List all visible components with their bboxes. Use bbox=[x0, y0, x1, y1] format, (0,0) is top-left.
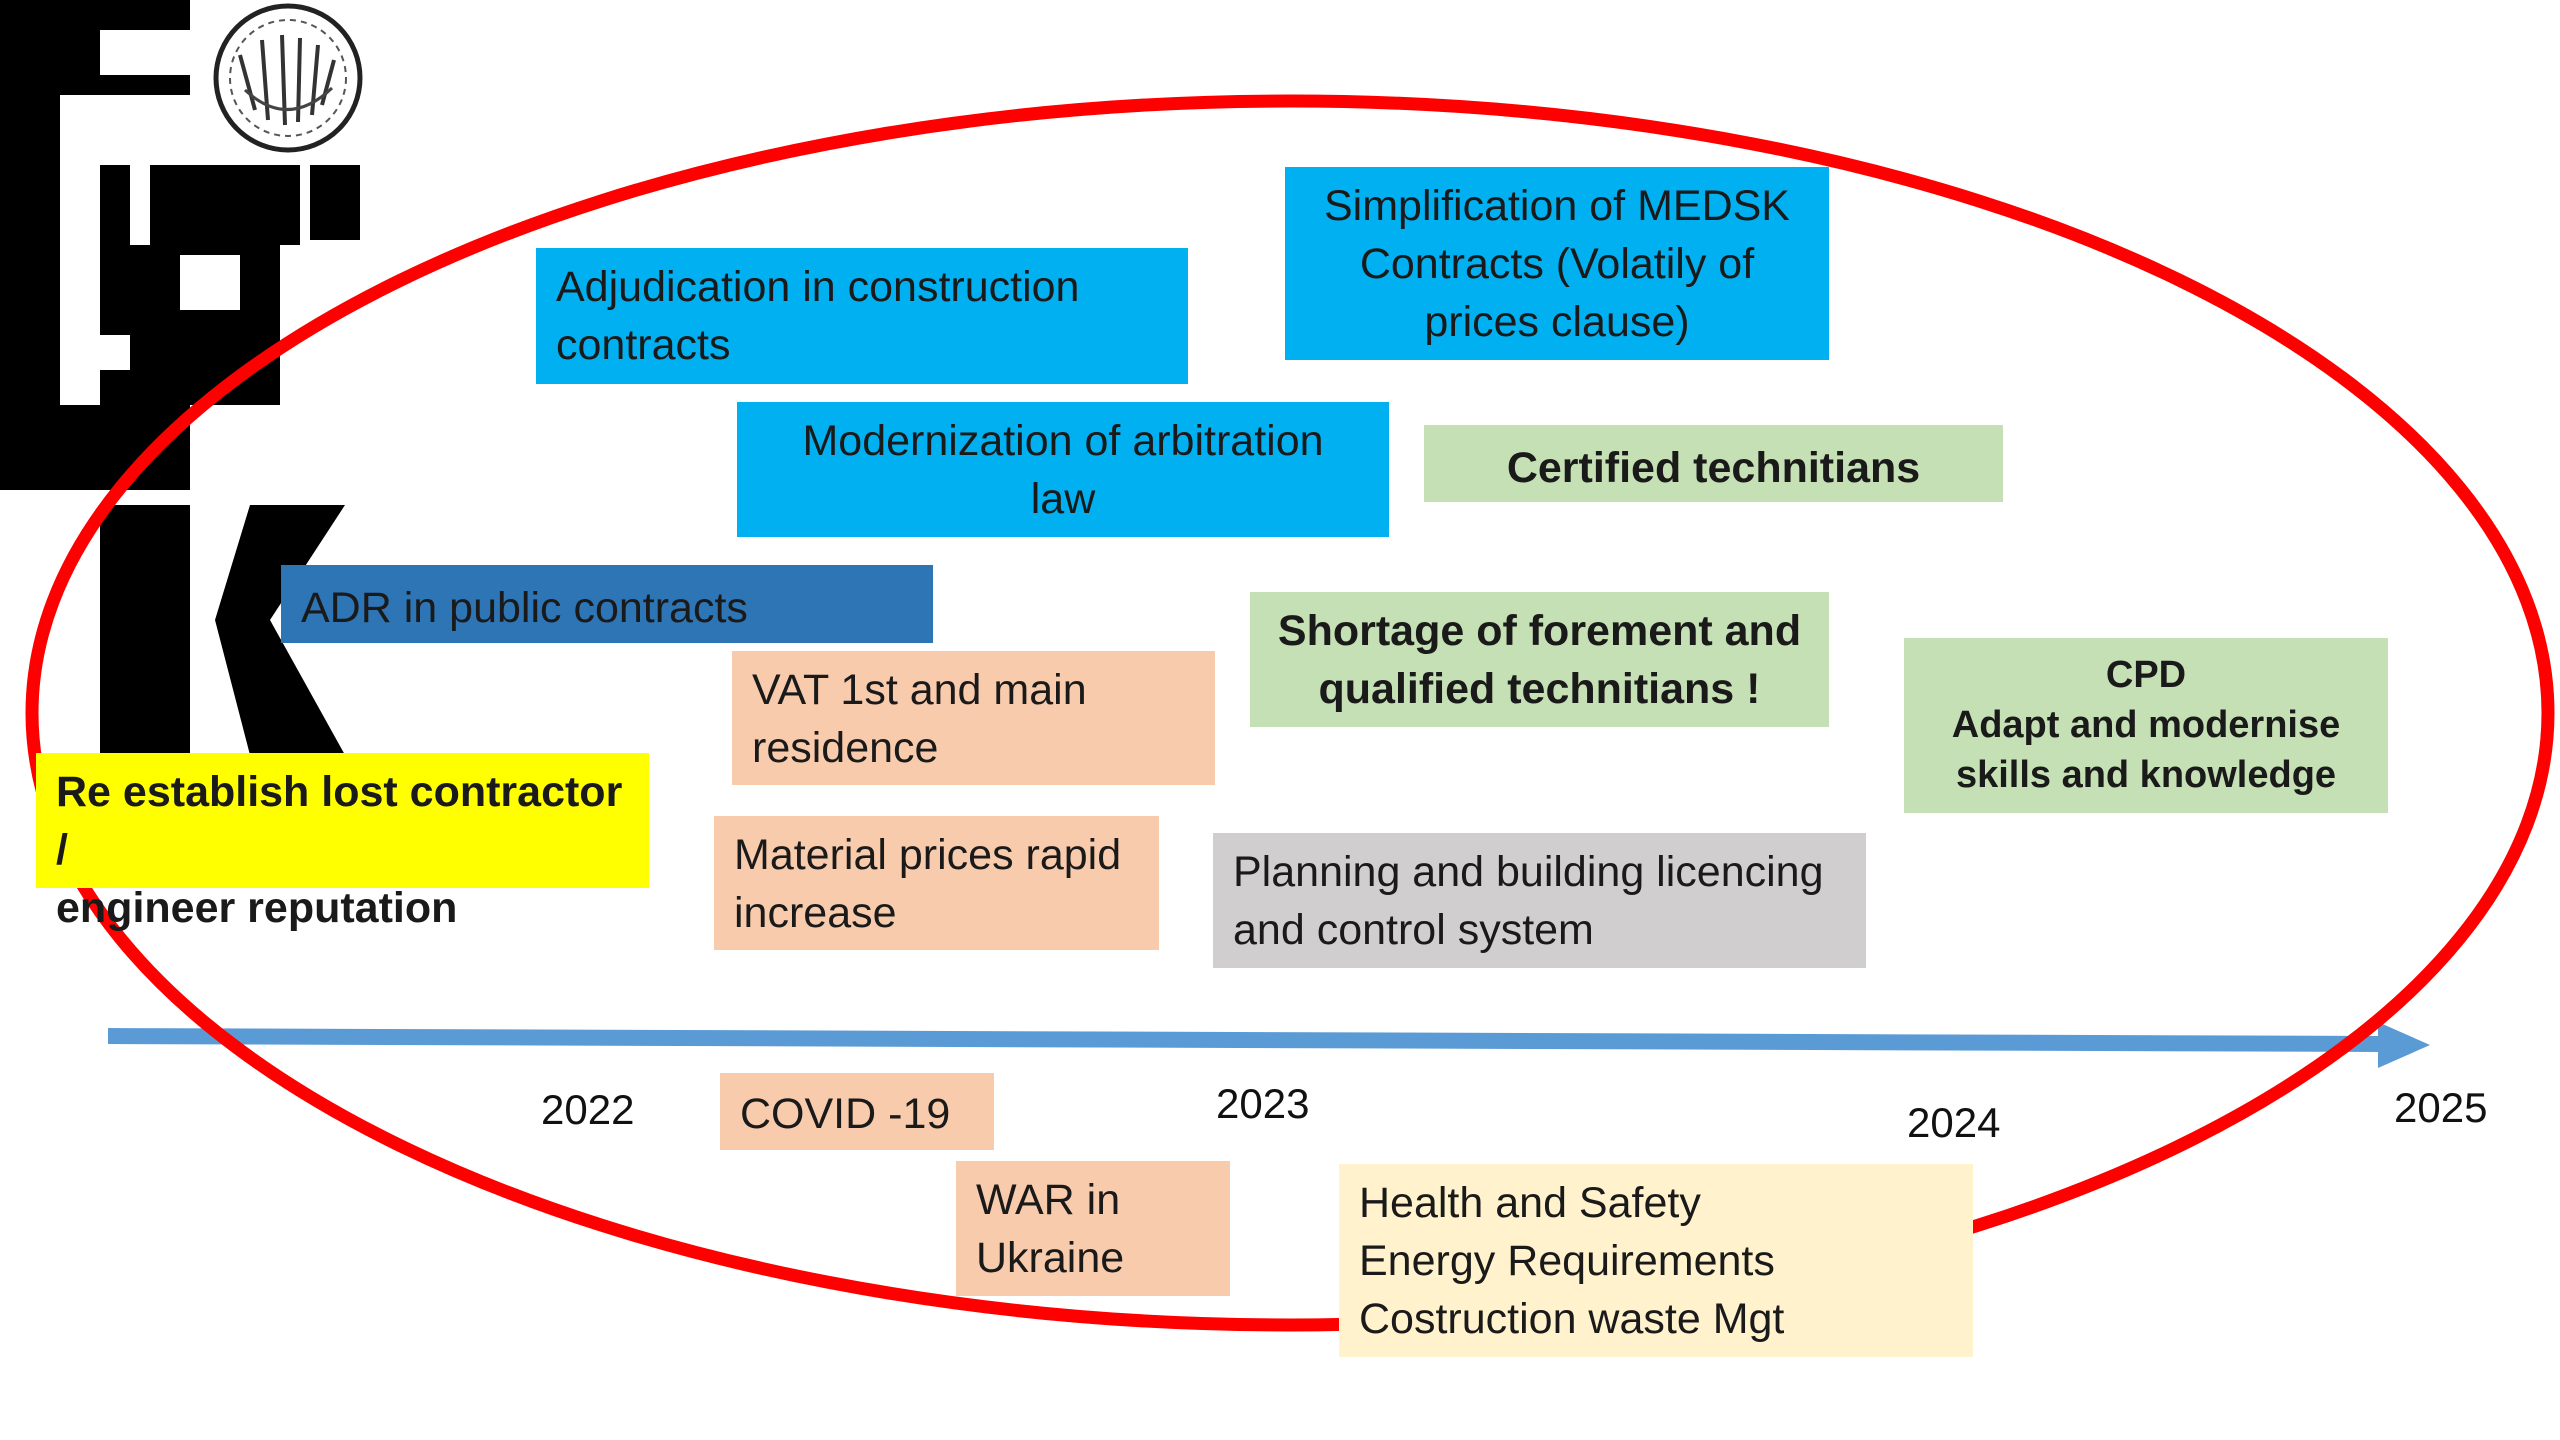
adjudication-line-2: contracts bbox=[556, 321, 731, 370]
logo-mark-cutouts bbox=[100, 165, 240, 370]
planning-line-2: and control system bbox=[1233, 906, 1594, 955]
year-label-2023: 2023 bbox=[1216, 1080, 1310, 1127]
cpd-box: CPD Adapt and modernise skills and knowl… bbox=[1904, 638, 2388, 813]
red-ellipse bbox=[25, 94, 2555, 1332]
vat-line-1: VAT 1st and main bbox=[752, 666, 1087, 714]
reputation-box: Re establish lost contractor / engineer … bbox=[36, 753, 649, 932]
covid-line-1: COVID -19 bbox=[740, 1090, 951, 1138]
certified-technitians-box: Certified technitians bbox=[1424, 425, 2003, 502]
material-line-2: increase bbox=[734, 889, 897, 938]
simplification-box: Simplification of MEDSK Contracts (Volat… bbox=[1285, 167, 1829, 360]
year-label-2024: 2024 bbox=[1907, 1099, 2001, 1146]
year-label-2022: 2022 bbox=[541, 1086, 635, 1133]
health-line-2: Energy Requirements bbox=[1359, 1237, 1775, 1286]
planning-line-1: Planning and building licencing bbox=[1233, 848, 1824, 896]
war-box: WAR in Ukraine bbox=[956, 1161, 1230, 1296]
reputation-line-1: Re establish lost contractor / bbox=[56, 768, 623, 875]
health-line-1: Health and Safety bbox=[1359, 1179, 1701, 1227]
covid-box: COVID -19 bbox=[720, 1073, 994, 1150]
arbitration-line-2: law bbox=[1030, 475, 1096, 524]
arbitration-line-1: Modernization of arbitration bbox=[802, 417, 1324, 465]
cpd-line-1: CPD bbox=[2105, 654, 2187, 696]
simplification-line-2: Contracts (Volatily of bbox=[1359, 240, 1755, 289]
material-line-1: Material prices rapid bbox=[734, 831, 1122, 879]
war-line-2: Ukraine bbox=[976, 1234, 1125, 1283]
vat-box: VAT 1st and main residence bbox=[732, 651, 1215, 785]
certified-line-1: Certified technitians bbox=[1506, 444, 1921, 492]
timeline-arrow bbox=[107, 1022, 2430, 1068]
shortage-box: Shortage of forement and qualified techn… bbox=[1250, 592, 1829, 727]
adr-box: ADR in public contracts bbox=[281, 565, 933, 643]
simplification-line-1: Simplification of MEDSK bbox=[1324, 182, 1790, 230]
health-safety-box: Health and Safety Energy Requirements Co… bbox=[1339, 1164, 1973, 1357]
vat-line-2: residence bbox=[752, 724, 939, 773]
health-line-3: Costruction waste Mgt bbox=[1359, 1295, 1785, 1344]
cpd-line-2: Adapt and modernise bbox=[1951, 704, 2341, 747]
adjudication-box: Adjudication in construction contracts bbox=[536, 248, 1188, 384]
material-prices-box: Material prices rapid increase bbox=[714, 816, 1159, 950]
planning-box: Planning and building licencing and cont… bbox=[1213, 833, 1866, 968]
war-line-1: WAR in bbox=[976, 1176, 1121, 1224]
reputation-line-2: engineer reputation bbox=[56, 884, 458, 933]
shortage-line-2: qualified technitians ! bbox=[1318, 665, 1761, 714]
arbitration-box: Modernization of arbitration law bbox=[737, 402, 1389, 537]
adr-line-1: ADR in public contracts bbox=[301, 584, 748, 632]
simplification-line-3: prices clause) bbox=[1424, 298, 1690, 347]
year-label-2025: 2025 bbox=[2394, 1084, 2488, 1131]
cpd-line-3: skills and knowledge bbox=[1955, 754, 2337, 797]
adjudication-line-1: Adjudication in construction bbox=[556, 263, 1080, 311]
shortage-line-1: Shortage of forement and bbox=[1277, 607, 1802, 655]
seal-emblem bbox=[213, 3, 363, 153]
